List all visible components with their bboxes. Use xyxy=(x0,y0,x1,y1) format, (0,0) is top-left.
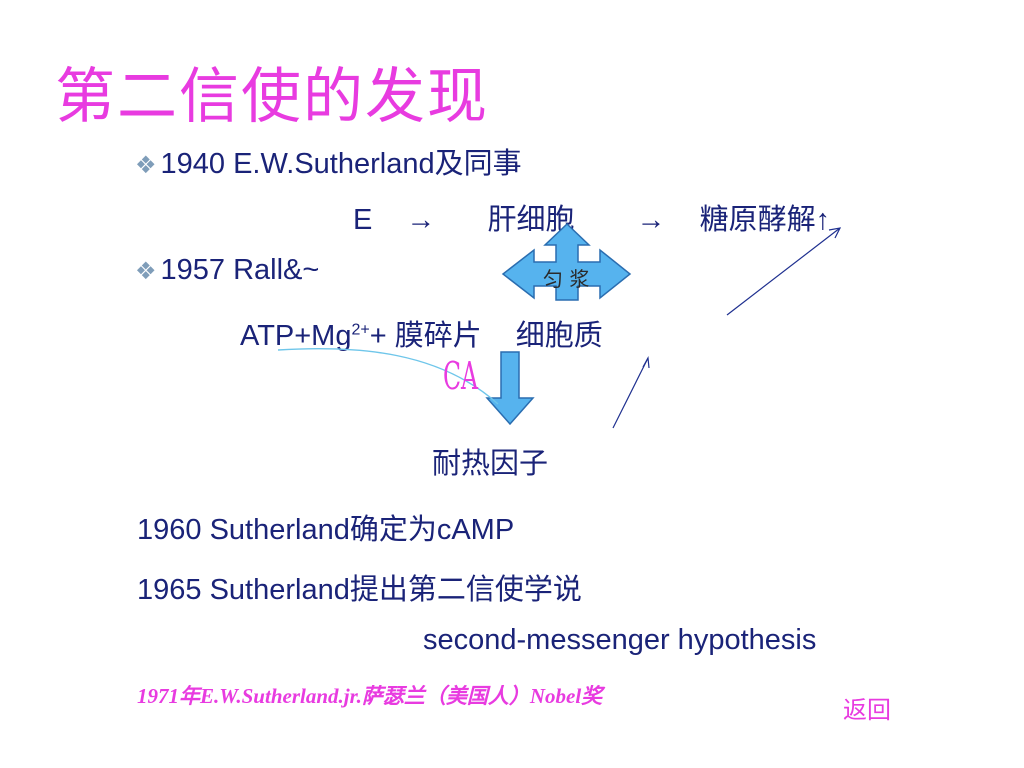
mg-charge-sup: 2+ xyxy=(351,321,370,339)
heat-factor-to-cytoplasm-line xyxy=(612,357,649,429)
arrow-right-icon: → xyxy=(406,204,436,236)
epinephrine-label: E xyxy=(353,204,373,236)
atp-row: ATP+Mg2++ 膜碎片 细胞质 xyxy=(240,312,603,354)
glycogenolysis-label: 糖原酵解↑ xyxy=(699,204,831,236)
pathway-row: E → 肝细胞 → 糖原酵解↑ xyxy=(353,196,830,238)
diamond-bullet-icon: ❖ xyxy=(135,152,157,179)
bullet-1940: ❖1940 E.W.Sutherland及同事 xyxy=(135,140,522,182)
cytoplasm-to-glycogenolysis-line xyxy=(726,227,841,316)
four-way-block-arrow-icon xyxy=(501,222,632,301)
cytoplasm-label: 细胞质 xyxy=(515,320,603,352)
heat-stable-factor-label: 耐热因子 xyxy=(432,448,549,480)
atp-to-ca-curve xyxy=(277,347,499,405)
bullet-1940-text: 1940 E.W.Sutherland及同事 xyxy=(160,148,522,180)
line-1960: 1960 Sutherland确定为cAMP xyxy=(137,514,515,546)
atp-mg-label: ATP+Mg xyxy=(240,320,352,352)
down-block-arrow-icon xyxy=(485,351,535,426)
slide-title: 第二信使的发现 xyxy=(55,62,489,132)
diamond-bullet-icon: ❖ xyxy=(135,258,157,285)
bullet-1957: ❖1957 Rall&~ xyxy=(135,254,319,287)
bullet-1957-text: 1957 Rall&~ xyxy=(160,254,320,286)
hypothesis-text: second-messenger hypothesis xyxy=(423,624,817,656)
nobel-footer: 1971年E.W.Sutherland.jr.萨瑟兰（美国人）Nobel奖 xyxy=(137,684,603,708)
arrowhead-icon xyxy=(828,227,842,239)
back-link[interactable]: 返回 xyxy=(843,697,891,724)
homogenize-label: 匀 浆 xyxy=(543,267,590,291)
arrow-right-icon: → xyxy=(636,204,666,236)
ca-label: CA xyxy=(443,354,479,398)
line-1965: 1965 Sutherland提出第二信使学说 xyxy=(137,574,582,606)
arrowhead-icon xyxy=(642,356,650,369)
membrane-fragment-label: + 膜碎片 xyxy=(369,320,482,352)
